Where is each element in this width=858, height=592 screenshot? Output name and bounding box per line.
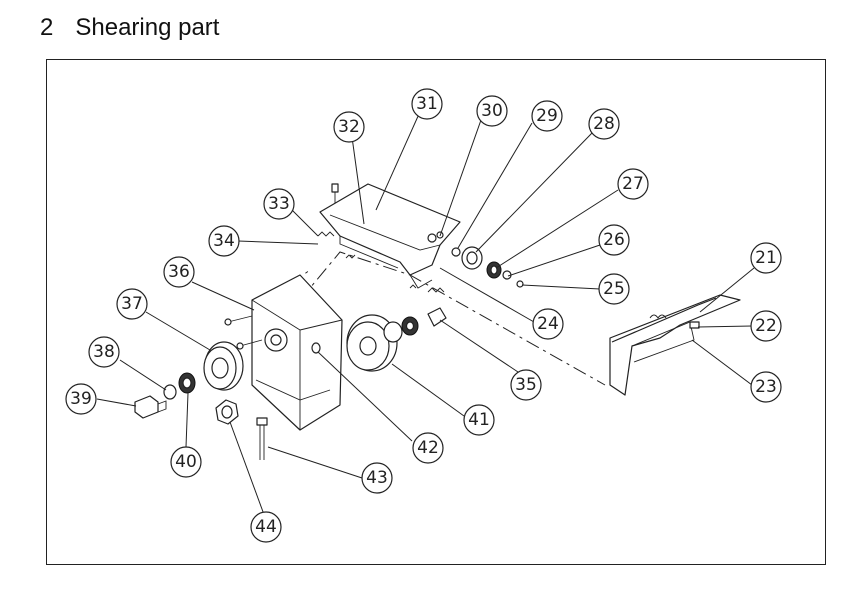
callout-label: 42 [417,438,439,458]
callout-26: 26 [598,224,630,256]
callout-24: 24 [532,308,564,340]
callout-35: 35 [510,369,542,401]
section-heading: 2 Shearing part [40,14,219,42]
callout-42: 42 [412,432,444,464]
part-housing-screws [224,315,263,350]
callout-label: 28 [593,114,615,134]
section-number: 2 [40,14,54,41]
callout-label: 41 [468,410,490,430]
part-screw-43 [256,417,268,460]
callout-label: 23 [755,377,777,397]
callout-label: 32 [338,117,360,137]
part-upper-blade-holder [319,183,461,289]
callout-37: 37 [116,288,148,320]
part-washer-38 [163,384,177,400]
part-main-housing [251,274,343,431]
callout-23: 23 [750,371,782,403]
part-nut-44 [215,399,239,425]
callout-label: 22 [755,316,777,336]
part-bearing-stack [451,246,524,288]
callout-label: 27 [622,174,644,194]
callout-label: 34 [213,231,235,251]
part-springs [317,231,445,293]
callout-29: 29 [531,100,563,132]
callout-30: 30 [476,95,508,127]
callout-label: 36 [168,262,190,282]
callout-43: 43 [361,462,393,494]
callout-label: 29 [536,106,558,126]
callout-36: 36 [163,256,195,288]
callout-label: 43 [366,468,388,488]
callout-38: 38 [88,336,120,368]
leader-lines [96,113,755,521]
callout-label: 21 [755,248,777,268]
callout-label: 30 [481,101,503,121]
callout-34: 34 [208,225,240,257]
part-wheel [203,341,244,391]
callout-label: 26 [603,230,625,250]
callout-label: 37 [121,294,143,314]
callout-label: 44 [255,517,277,537]
callout-label: 38 [93,342,115,362]
diagram-frame [46,59,826,565]
callout-22: 22 [750,310,782,342]
part-washer-42 [311,342,321,354]
part-bolt-39 [134,395,167,419]
callout-44: 44 [250,511,282,543]
callout-28: 28 [588,108,620,140]
callout-40: 40 [170,446,202,478]
callout-27: 27 [617,168,649,200]
callout-41: 41 [463,404,495,436]
callout-label: 39 [70,389,92,409]
callout-label: 40 [175,452,197,472]
part-pulley [346,307,447,372]
callout-21: 21 [750,242,782,274]
callout-label: 33 [268,194,290,214]
callout-25: 25 [598,273,630,305]
callout-39: 39 [65,383,97,415]
part-bearing-40 [178,372,196,394]
callout-label: 25 [603,279,625,299]
part-handle [609,294,741,396]
callout-33: 33 [263,188,295,220]
section-title: Shearing part [75,14,220,41]
callout-label: 31 [416,94,438,114]
callout-31: 31 [411,88,443,120]
callout-label: 24 [537,314,559,334]
callout-32: 32 [333,111,365,143]
callout-label: 35 [515,375,537,395]
axis-line-upper [299,251,606,386]
